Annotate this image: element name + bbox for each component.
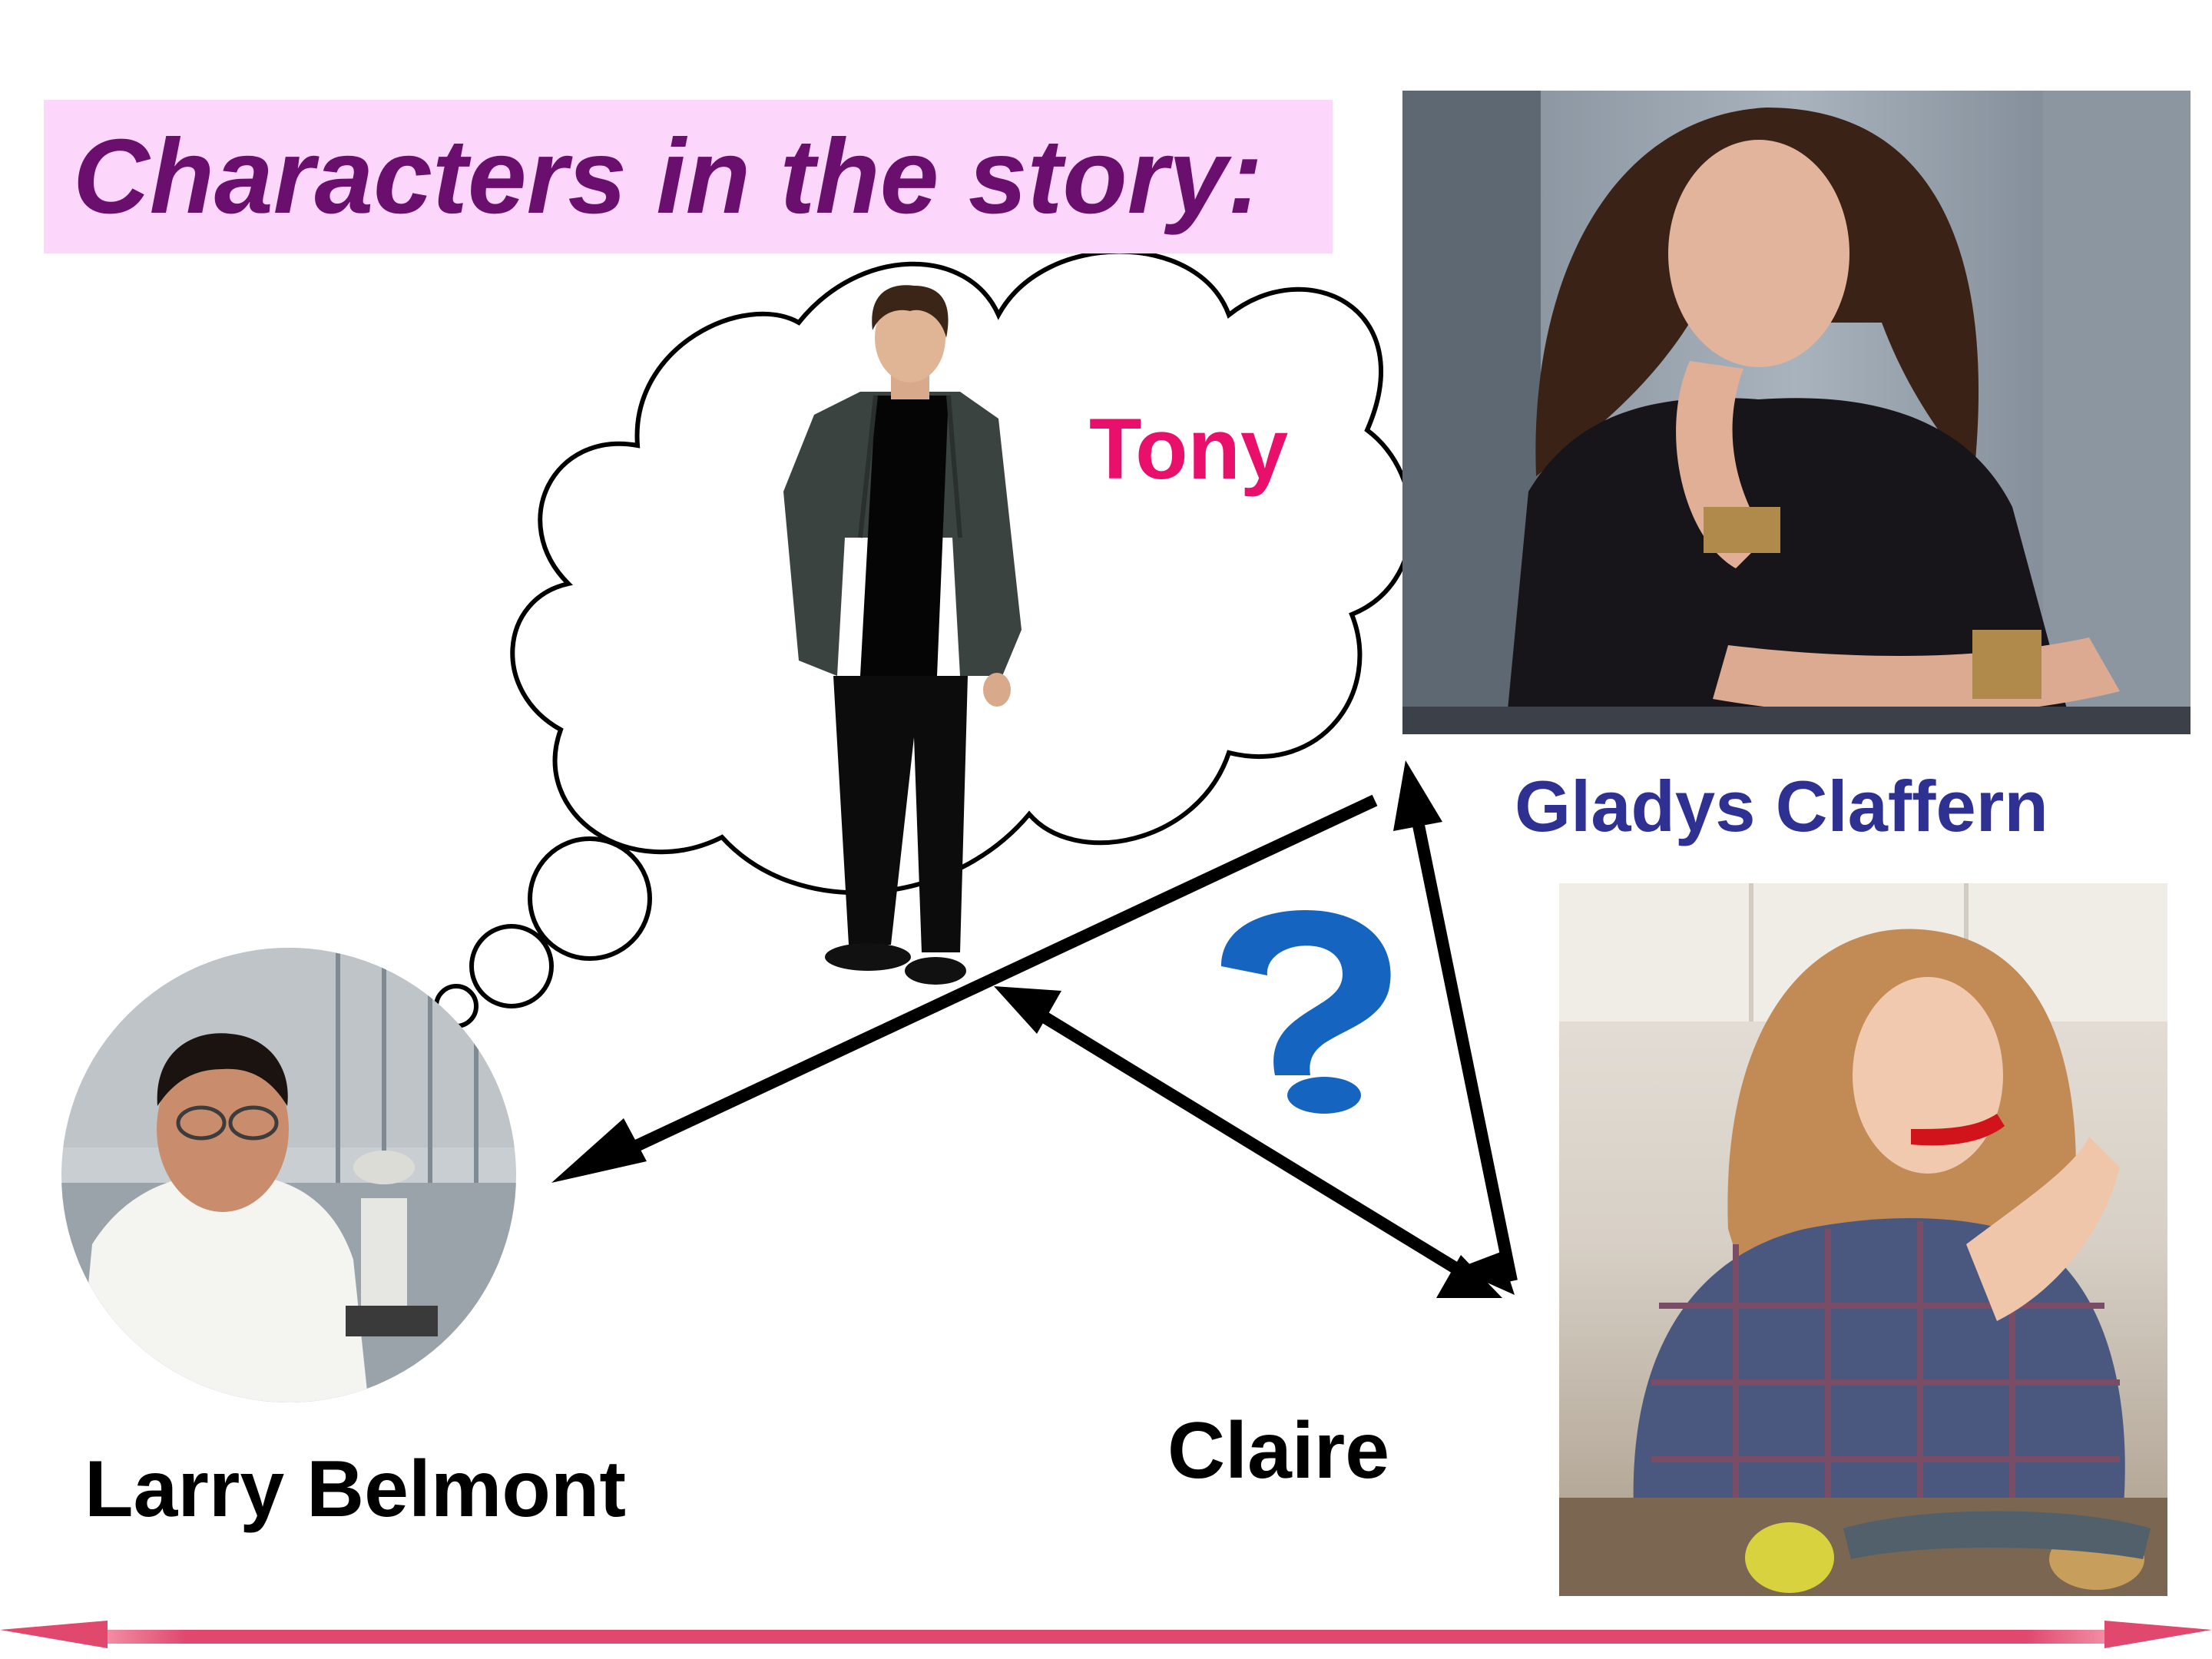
claire-label: Claire [1167,1406,1390,1495]
claire-photo [1559,883,2167,1596]
footer-bar [0,1621,2212,1648]
page-title: Characters in the story: [73,118,1263,236]
tony-label: Tony [1089,401,1289,497]
title-box [44,100,1333,253]
gladys-label: Gladys Claffern [1515,766,2048,846]
larry-label: Larry Belmont [84,1445,627,1534]
question-mark-icon [1221,909,1391,1114]
relationship-arrows [551,760,1518,1298]
gladys-photo [1402,91,2190,734]
larry-photo [61,948,516,1402]
tony-figure [783,285,1022,985]
